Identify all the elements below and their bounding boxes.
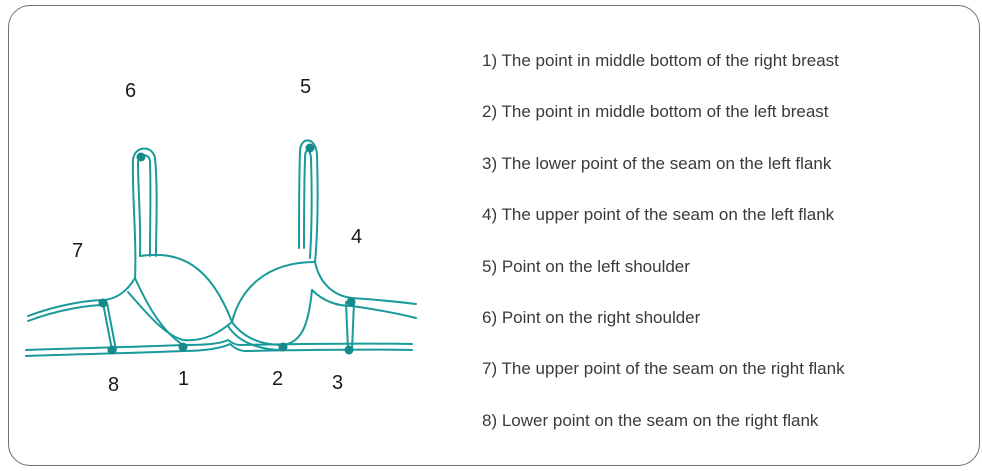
left-cup-inner [231,289,313,346]
legend-item-7: 7) The upper point of the seam on the ri… [482,359,845,379]
point-label-8: 8 [108,374,120,396]
legend-item-5: 5) Point on the left shoulder [482,256,690,276]
legend-item-4: 4) The upper point of the seam on the le… [482,205,835,225]
band-right-upper [314,261,417,305]
band-left-lower [25,344,184,351]
point-label-1: 1 [178,368,190,390]
point-label-4: 4 [351,226,363,248]
bra-outline-drawing [25,139,417,357]
point-1-marker [178,342,188,352]
point-3-marker [344,345,354,355]
legend-item-2: 2) The point in middle bottom of the lef… [482,102,829,122]
legend-item-8: 8) Lower point on the seam on the right … [482,410,819,430]
band-left-upper [27,277,136,317]
left-flank-seam-right-inner [351,301,355,351]
left-flank-seam-inner [106,302,117,351]
point-5-marker [305,143,315,153]
point-2-marker [278,342,288,352]
left-cup-outer [227,325,284,351]
band-right-lower-inner [239,342,413,346]
right-cup-inner [127,291,233,342]
left-strap-outer [298,139,319,263]
center-gore-lower [182,343,247,352]
point-8-marker [107,345,117,355]
right-cup-top [139,253,233,323]
point-4-marker [346,297,356,307]
legend-item-1: 1) The point in middle bottom of the rig… [482,51,839,70]
point-6-marker [136,152,146,162]
point-7-marker [98,298,108,308]
left-flank-seam-right [345,301,349,351]
left-cup-top [231,261,316,323]
point-label-2: 2 [272,368,284,390]
band-left-lower-inner [25,350,184,357]
point-label-7: 7 [72,240,84,262]
legend-item-6: 6) Point on the right shoulder [482,307,701,327]
right-cup-outer [134,277,184,346]
left-strap-inner [303,149,313,259]
band-right-upper-inner [311,289,417,319]
bra-measurement-diagram: 1 2 3 4 5 6 7 8 [0,0,470,466]
point-label-3: 3 [332,372,344,394]
right-strap-outer [131,147,158,279]
right-strap-inner [137,154,152,257]
left-flank-seam [102,302,113,351]
legend-list: 1) The point in middle bottom of the rig… [482,46,845,457]
legend-item-3: 3) The lower point of the seam on the le… [482,153,832,173]
center-gore [182,339,241,346]
point-label-5: 5 [300,76,312,98]
point-label-6: 6 [125,80,137,102]
diagram-card [8,5,980,466]
band-right-lower [245,348,413,352]
